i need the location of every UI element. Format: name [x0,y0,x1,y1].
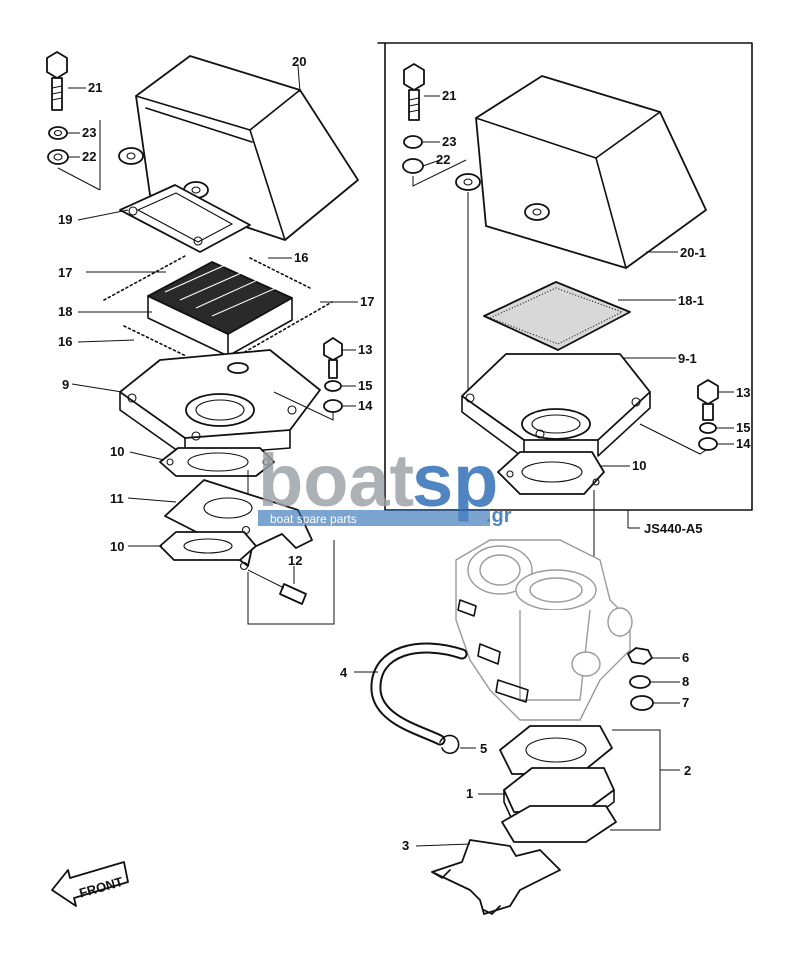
callout-19: 19 [58,212,72,227]
callout-13: 13 [358,342,372,357]
callout-20-1: 20-1 [680,245,706,260]
washer-15 [324,380,342,392]
callout-6: 6 [682,650,689,665]
callout-22: 22 [82,149,96,164]
callout-10-lower: 10 [110,539,124,554]
spacer-2-upper [499,725,613,775]
filter-screen-18-1 [483,281,631,351]
callout-22-right: 22 [436,152,450,167]
callout-10-upper: 10 [110,444,124,459]
gasket-10-right [497,451,605,495]
callout-9: 9 [62,377,69,392]
filter-strips [103,255,333,373]
callout-21: 21 [88,80,102,95]
callout-17-lower: 17 [360,294,374,309]
callout-18: 18 [58,304,72,319]
washer-14 [323,399,343,413]
callout-7: 7 [682,695,689,710]
callout-11: 11 [110,491,124,506]
callout-15-right: 15 [736,420,750,435]
clamp-5 [439,734,460,755]
washer-22 [47,149,69,165]
callout-20: 20 [292,54,306,69]
gasket-19 [119,184,251,253]
callout-14-right: 14 [736,436,751,451]
diagram-code: JS440-A5 [644,521,703,536]
variant-box [377,42,753,529]
watermark-brand-main: boat [258,439,414,522]
callout-14: 14 [358,398,373,413]
watermark-tagline: boat spare parts [270,512,357,526]
callout-2: 2 [684,763,691,778]
washer-22-right [402,158,424,174]
bracket-3 [431,839,561,915]
bolt-13-right [697,379,719,421]
air-cleaner-base-9 [119,349,321,457]
lock-washer-23 [48,126,68,140]
washer-7 [630,695,654,711]
air-cleaner-base-9-1 [461,353,651,459]
front-arrow-icon: FRONT [51,861,129,907]
gasket-10-lower [159,531,257,561]
washer-8 [629,675,651,689]
bolt-13 [323,337,343,379]
watermark-brand-sp: sp [412,439,498,522]
lock-washer-23-right [403,135,423,149]
callout-8: 8 [682,674,689,689]
callout-21-right: 21 [442,88,456,103]
watermark-brand-tld: .gr [486,505,512,527]
filter-element-18 [147,261,293,357]
callout-13-right: 13 [736,385,750,400]
gasket-2-lower [501,805,617,843]
stud-12 [279,583,307,605]
leaders [67,65,734,847]
bolt-21 [46,51,68,111]
callout-labels: 20 21 23 22 19 17 16 18 17 16 13 9 15 14… [58,54,751,853]
washer-15-right [699,422,717,434]
callout-10-right: 10 [632,458,646,473]
callout-3: 3 [402,838,409,853]
callout-12: 12 [288,553,302,568]
callout-16-lower: 16 [58,334,72,349]
gasket-10-upper [159,447,275,477]
washer-14-right [698,437,718,451]
callout-23: 23 [82,125,96,140]
bolt-21-right [403,63,425,121]
nut-6 [627,647,653,665]
air-cleaner-cover-20-1 [455,75,707,269]
carburetor [455,539,633,721]
callout-18-1: 18-1 [678,293,704,308]
watermark-logo: boat sp .gr boat spare parts [258,439,512,527]
callout-15: 15 [358,378,372,393]
callout-23-right: 23 [442,134,456,149]
callout-16-upper: 16 [294,250,308,265]
callout-4: 4 [340,665,348,680]
callout-17-upper: 17 [58,265,72,280]
hose-4 [370,642,468,746]
callout-5: 5 [480,741,487,756]
callout-1: 1 [466,786,473,801]
callout-9-1: 9-1 [678,351,697,366]
